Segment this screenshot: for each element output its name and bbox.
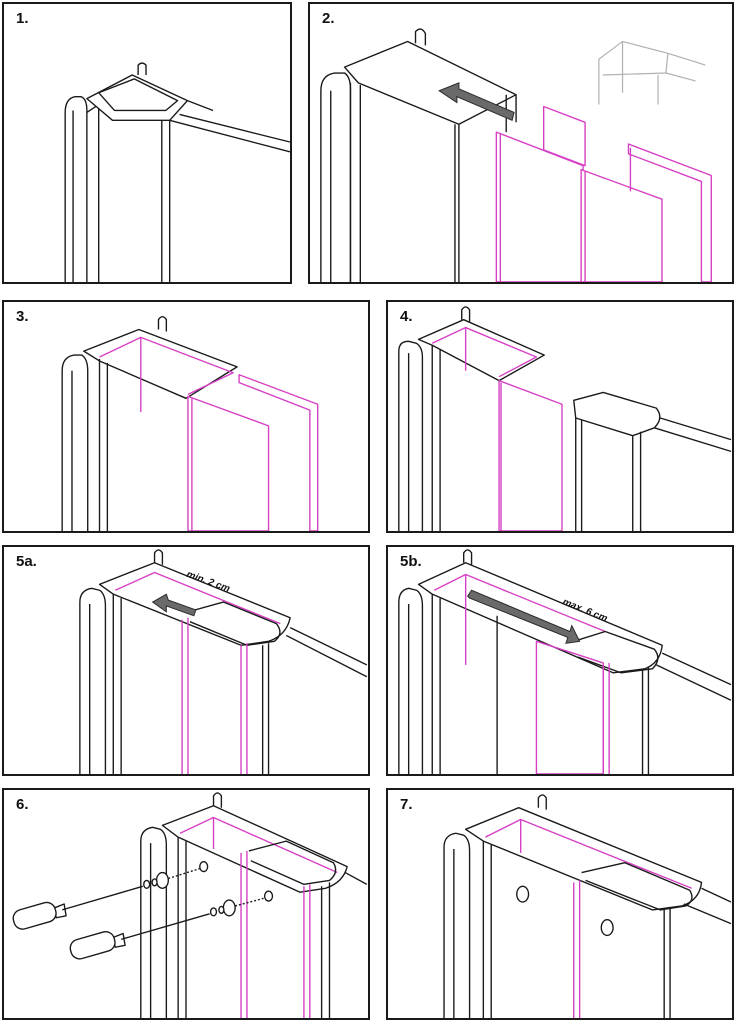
step-label: 5a.: [16, 553, 37, 570]
profile-illustration: min. 2 cm: [79, 549, 368, 774]
step-panel-4: 4.: [386, 300, 734, 533]
profile-illustration: max. 6 cm: [398, 549, 732, 774]
step-panel-2: 2.: [308, 2, 734, 284]
profile-illustration: [64, 62, 290, 282]
profile-illustration: [320, 28, 712, 282]
step-panel-3: 3.: [2, 300, 370, 533]
step-panel-1: 1.: [2, 2, 292, 284]
step-panel-5a: 5a. min. 2 cm: [2, 545, 370, 776]
insert-direction-arrow: [438, 82, 515, 122]
step-label: 5b.: [400, 553, 422, 570]
screwdriver-icon: [69, 913, 210, 960]
shift-limit-arrow: [466, 589, 581, 644]
reference-thumbnail: [598, 40, 706, 105]
plug-cap: [600, 919, 614, 937]
profile-illustration: [12, 792, 368, 1018]
step-panel-6: 6.: [2, 788, 370, 1020]
profile-illustration: [398, 306, 732, 531]
step-label: 7.: [400, 796, 413, 813]
step-label: 1.: [16, 10, 29, 27]
step-panel-5b: 5b. max. 6 cm: [386, 545, 734, 776]
plug-cap: [516, 885, 530, 903]
plug-fitting: [143, 871, 236, 917]
profile-illustration: [61, 316, 319, 531]
step-panel-7: 7.: [386, 788, 734, 1020]
screwdriver-icon: [12, 885, 143, 930]
step-label: 3.: [16, 308, 29, 325]
step-label: 4.: [400, 308, 413, 325]
step-label: 6.: [16, 796, 29, 813]
profile-illustration: [443, 794, 732, 1018]
step-label: 2.: [322, 10, 335, 27]
shift-direction-arrow: [151, 593, 197, 617]
